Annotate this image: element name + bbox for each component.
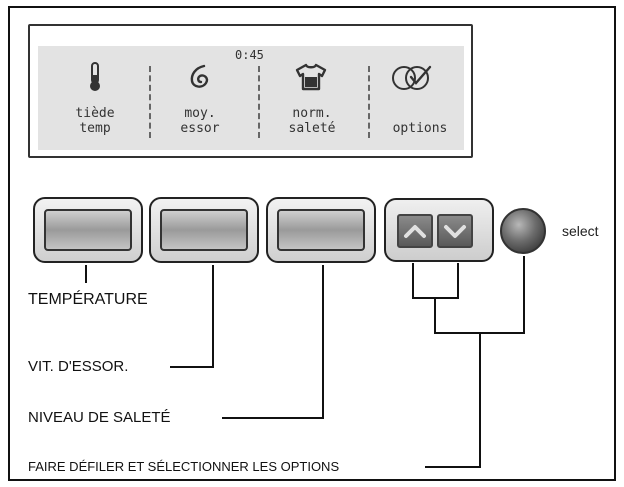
callout-line-options — [523, 256, 525, 333]
lcd-label-line: saleté — [288, 121, 336, 136]
select-label: select — [562, 223, 599, 239]
callout-line-options — [412, 263, 414, 298]
callout-line-spin — [212, 265, 214, 367]
button-face — [160, 209, 248, 251]
scroll-down-button[interactable] — [437, 214, 473, 248]
circle-check-icon — [392, 65, 432, 90]
callout-line-soil — [322, 265, 324, 418]
callout-temperature: TEMPÉRATURE — [28, 291, 148, 308]
lcd-label-options: options — [380, 121, 460, 136]
lcd-label-temperature: tiède temp — [60, 106, 130, 136]
display-separator — [258, 66, 260, 138]
thermometer-icon — [90, 62, 100, 91]
display-separator — [368, 66, 370, 138]
select-button[interactable] — [500, 208, 546, 254]
callout-soil-level: NIVEAU DE SALETÉ — [28, 409, 171, 426]
control-panel-diagram-frame — [8, 6, 616, 481]
lcd-label-spin: moy. essor — [165, 106, 235, 136]
lcd-label-soil: norm. saleté — [277, 106, 347, 136]
spin-swirl-icon — [190, 64, 209, 88]
callout-line-options — [479, 332, 481, 468]
callout-line-options — [457, 263, 459, 298]
display-separator — [149, 66, 151, 138]
callout-line-temperature — [85, 265, 87, 283]
chevron-up-icon — [404, 225, 426, 238]
lcd-display — [38, 46, 464, 150]
temperature-button[interactable] — [33, 197, 143, 263]
lcd-label-line: essor — [180, 121, 220, 136]
lcd-label-line: options — [392, 121, 448, 136]
soil-level-button[interactable] — [266, 197, 376, 263]
callout-line-options — [425, 466, 481, 468]
lcd-label-line: moy. — [184, 106, 216, 121]
callout-line-soil — [222, 417, 324, 419]
callout-spin-speed: VIT. D'ESSOR. — [28, 358, 129, 375]
lcd-label-line: norm. — [292, 106, 332, 121]
lcd-label-line: tiède — [75, 106, 115, 121]
cycle-time-readout: 0:45 — [235, 48, 264, 62]
button-face — [277, 209, 365, 251]
options-scroll-control — [384, 198, 494, 262]
chevron-down-icon — [444, 225, 466, 238]
spin-speed-button[interactable] — [149, 197, 259, 263]
button-face — [44, 209, 132, 251]
lcd-label-line: temp — [79, 121, 111, 136]
scroll-up-button[interactable] — [397, 214, 433, 248]
callout-scroll-select-options: FAIRE DÉFILER ET SÉLECTIONNER LES OPTION… — [28, 459, 340, 474]
callout-line-options — [434, 297, 436, 333]
shirt-icon — [295, 63, 327, 91]
callout-line-spin — [170, 366, 214, 368]
